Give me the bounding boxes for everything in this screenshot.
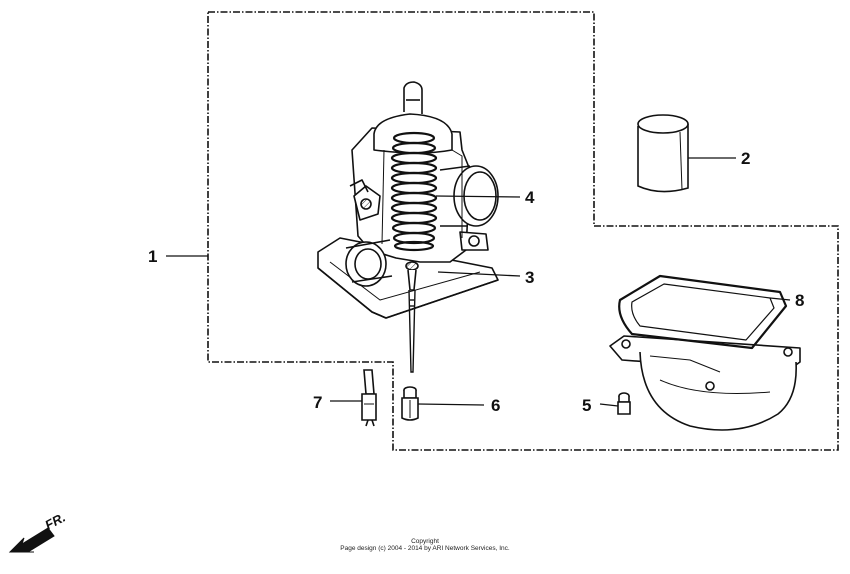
callout-2: 2 [741, 149, 750, 168]
callout-8: 8 [795, 291, 804, 310]
jet-needle[interactable] [408, 289, 416, 373]
throttle-spring[interactable] [390, 131, 438, 252]
carburetor-assembly[interactable] [317, 81, 499, 319]
copyright-footer: Copyright Page design (c) 2004 - 2014 by… [0, 538, 850, 552]
callout-4: 4 [525, 188, 535, 207]
copyright-line-2: Page design (c) 2004 - 2014 by ARI Netwo… [340, 545, 510, 552]
callout-6: 6 [491, 396, 500, 415]
leader-lines [166, 157, 791, 407]
callout-1: 1 [148, 247, 157, 266]
arrow-front-icon [8, 527, 55, 553]
float-bowl[interactable] [609, 335, 801, 431]
callout-3: 3 [525, 268, 534, 287]
callout-5: 5 [582, 396, 591, 415]
pilot-screw[interactable] [361, 369, 377, 427]
sleeve[interactable] [637, 114, 689, 193]
main-jet[interactable] [401, 386, 419, 421]
bowl-screw[interactable] [617, 392, 631, 415]
copyright-line-1: Copyright [411, 538, 439, 545]
callout-7: 7 [313, 393, 322, 412]
assembly-boundary [207, 11, 839, 451]
needle-clip[interactable] [405, 261, 419, 291]
